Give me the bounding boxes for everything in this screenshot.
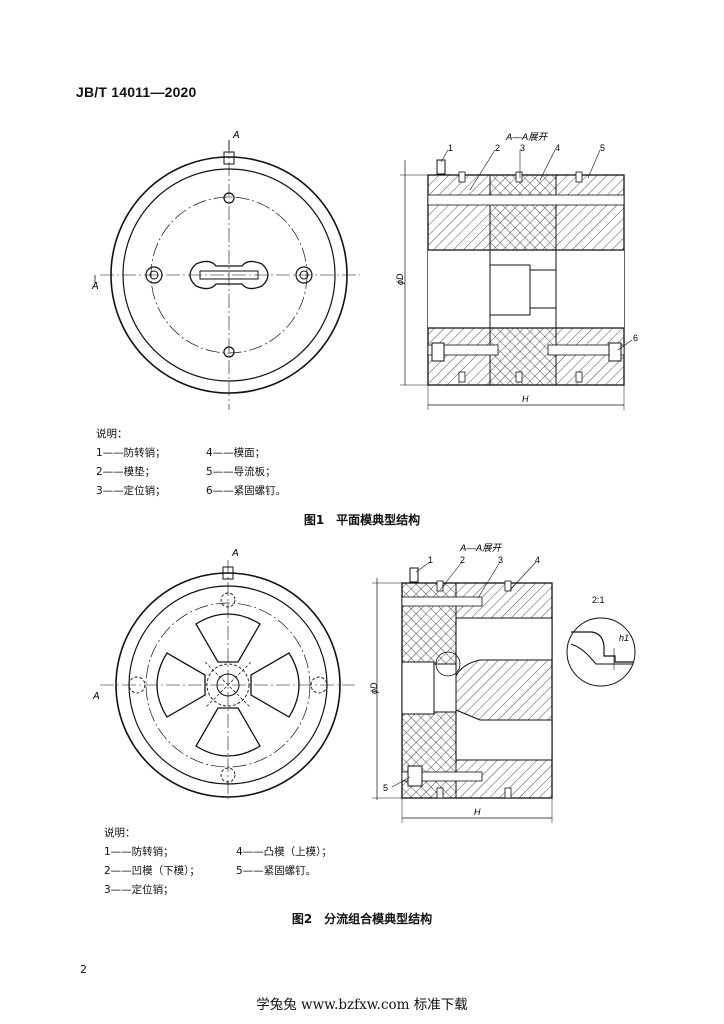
fig2-caption: 图2 分流组合模典型结构 xyxy=(291,912,433,926)
fig2-dim-h: H xyxy=(474,807,481,817)
legend-item: 5——导流板； xyxy=(206,466,276,478)
fig2-plan-view xyxy=(100,560,355,800)
fig2-section-label: A—A展开 xyxy=(459,543,503,554)
legend-item: 3——定位销； xyxy=(104,884,174,896)
fig1-callout-1: 1 xyxy=(448,143,453,153)
fig1-caption: 图1 平面模典型结构 xyxy=(303,513,421,527)
legend-item: 4——凸模（上模）； xyxy=(236,846,332,858)
fig2-section-view xyxy=(372,561,553,823)
fig1-dim-h: H xyxy=(522,394,529,404)
fig1-section-arrow-top: A xyxy=(232,130,240,141)
legend-item: 1——防转销； xyxy=(96,447,166,459)
fig1-callout-5: 5 xyxy=(600,143,605,153)
legend-item: 4——模面； xyxy=(206,447,266,459)
fig2-callout-2: 2 xyxy=(460,555,465,565)
fig2-legend-title: 说明： xyxy=(104,827,136,839)
fig2-detail-view xyxy=(566,617,636,687)
fig2-section-arrow-left: A xyxy=(92,691,100,702)
fig2-callout-3: 3 xyxy=(498,555,503,565)
legend-item: 2——凹模（下模）； xyxy=(104,865,200,877)
fig1-callout-4: 4 xyxy=(555,143,560,153)
fig1-legend: 说明： 1——防转销； 4——模面； 2——模垫； 5——导流板； 3——定位销； 6… xyxy=(96,425,286,501)
fig2-callout-5: 5 xyxy=(383,783,388,793)
fig2-detail-scale: 2:1 xyxy=(592,595,605,605)
fig2-dim-d: ϕD xyxy=(369,682,379,694)
fig2-detail-dim: h1 xyxy=(619,633,629,643)
fig1-section-arrow-left: A xyxy=(91,281,99,292)
fig1-legend-title: 说明： xyxy=(96,428,128,440)
fig2-legend: 说明： 1——防转销； 4——凸模（上模）； 2——凹模（下模）； 5——紧固螺钉。… xyxy=(104,824,332,900)
legend-item: 6——紧固螺钉。 xyxy=(206,485,287,497)
fig2-callout-4: 4 xyxy=(535,555,540,565)
fig1-section-label: A—A展开 xyxy=(505,132,549,143)
fig1-callout-2: 2 xyxy=(495,143,500,153)
legend-item: 1——防转销； xyxy=(104,846,174,858)
legend-item: 3——定位销； xyxy=(96,485,166,497)
fig1-section-view xyxy=(400,149,633,410)
fig1-plan-view xyxy=(94,140,360,410)
legend-item: 5——紧固螺钉。 xyxy=(236,865,317,877)
fig1-callout-3: 3 xyxy=(520,143,525,153)
footer-watermark[interactable]: 学兔兔 www.bzfxw.com 标准下载 xyxy=(256,997,468,1013)
fig2-section-arrow-top: A xyxy=(231,548,239,559)
fig1-dim-d: ϕD xyxy=(395,273,405,285)
legend-item: 2——模垫； xyxy=(96,466,156,478)
fig1-callout-6: 6 xyxy=(633,333,638,343)
fig2-callout-1: 1 xyxy=(428,555,433,565)
page-number: 2 xyxy=(80,963,87,976)
standard-id: JB/T 14011—2020 xyxy=(76,84,197,100)
